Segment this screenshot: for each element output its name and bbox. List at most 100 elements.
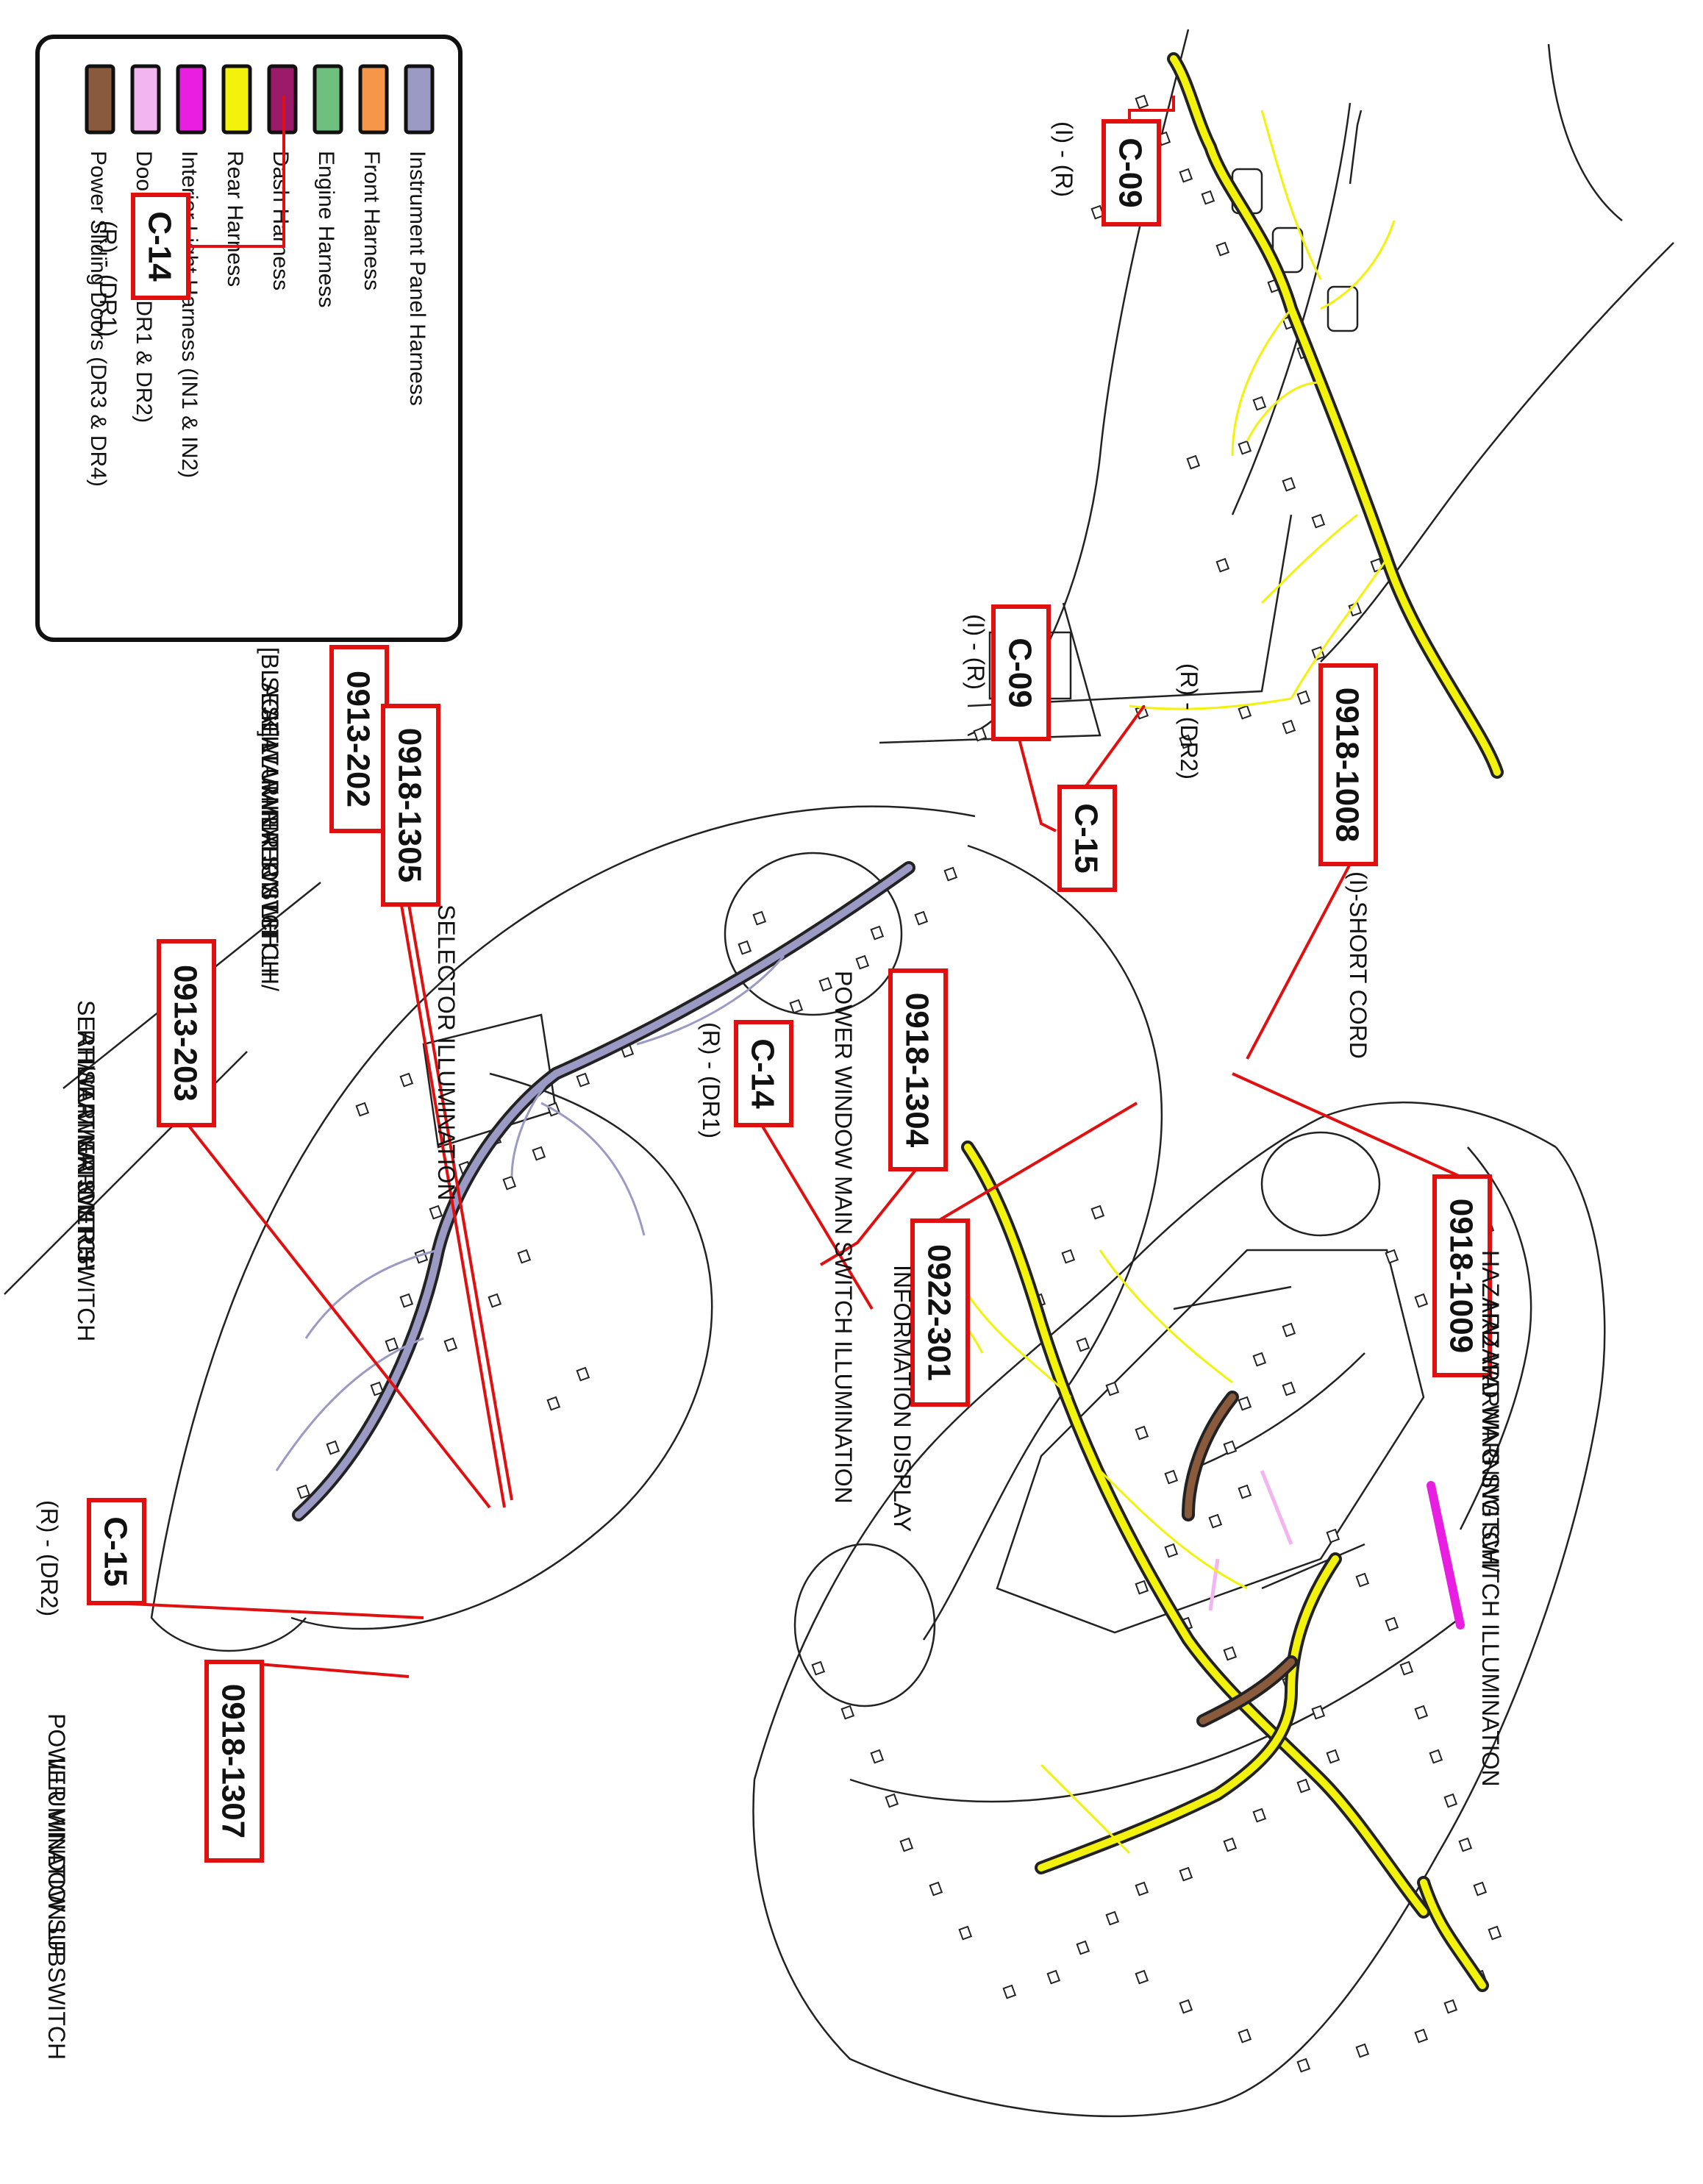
callout-code: C-15 — [98, 1516, 134, 1586]
car-seat-line — [1188, 1352, 1365, 1472]
connector — [973, 727, 988, 742]
legend-label: Rear Harness — [223, 151, 247, 287]
connector — [1296, 690, 1311, 705]
callout-code: 0918-1304 — [899, 993, 935, 1148]
legend-label: Dash Harness — [268, 151, 293, 290]
connector — [1355, 2043, 1370, 2058]
connector — [1296, 1778, 1311, 1794]
callout-description: (R) - (DR2) — [36, 1500, 63, 1616]
car-door-harness — [1208, 1470, 1293, 1611]
connector — [1311, 1705, 1326, 1720]
connector — [1186, 454, 1201, 470]
connector — [1385, 1616, 1399, 1632]
callout-code: 0918-1009 — [1443, 1199, 1479, 1353]
connector — [1282, 1322, 1296, 1338]
callout-box — [204, 1660, 264, 1863]
cockpit-rear-harness — [1170, 55, 1501, 776]
connector — [326, 1440, 340, 1455]
connector — [1414, 1293, 1429, 1308]
connector — [1238, 1484, 1252, 1499]
legend-swatch — [404, 64, 435, 135]
callout-top-c15: C-15(R) - (DR2) — [1057, 663, 1202, 892]
legend-swatch — [85, 64, 115, 135]
connector — [1164, 1543, 1179, 1558]
car-front-wheel-arch — [1260, 1131, 1381, 1237]
connector — [789, 999, 804, 1014]
callout-leader — [819, 1168, 918, 1266]
connector — [502, 1175, 517, 1191]
callout-description: (R) - (DR1) — [698, 1022, 724, 1138]
callout-code: 0922-301 — [921, 1244, 957, 1381]
connector — [870, 1749, 885, 1764]
connector — [296, 1484, 311, 1499]
cockpit-thin-wires — [1129, 110, 1388, 710]
callout-description: SEAT WARMER SWITCH — [257, 706, 283, 977]
connector — [1135, 1969, 1149, 1985]
callout-code: C-09 — [1113, 138, 1149, 207]
callout-box — [734, 1020, 793, 1127]
connector — [532, 1146, 546, 1161]
connector — [1238, 704, 1252, 720]
connector — [1252, 1352, 1267, 1367]
car-floor — [996, 1249, 1425, 1634]
legend-swatch — [130, 64, 161, 135]
callout-mid-0918-1008: 0918-1008(I)-SHORT CORD — [1246, 663, 1378, 1060]
connector — [943, 866, 958, 882]
callout-box — [1057, 785, 1117, 892]
view-instrument-panel — [4, 805, 1163, 1652]
callout-description: ILLUMINATION LH — [257, 735, 283, 935]
connector — [1326, 1528, 1340, 1544]
gear-shift — [1349, 110, 1363, 185]
callouts: C-09(I) - (R)C-14(R) - (DR1)C-15(R) - (D… — [36, 96, 1504, 2060]
cockpit-thin-wires-2 — [1246, 220, 1396, 604]
car-sliding-harness-2 — [1199, 1658, 1295, 1724]
connector — [1002, 1984, 1017, 1999]
connector — [929, 1881, 943, 1896]
callout-description: INFORMATION DISPLAY — [889, 1265, 915, 1532]
callout-leader — [937, 1102, 1138, 1222]
ip-branch-wires — [275, 955, 785, 1471]
connector — [1311, 513, 1326, 529]
connector — [1282, 1381, 1296, 1396]
connector — [1399, 1660, 1414, 1676]
connector — [1326, 1749, 1340, 1764]
pedal-3 — [1327, 285, 1359, 332]
ip-outline-2 — [922, 844, 1163, 1641]
car-windshield — [1459, 1146, 1532, 1530]
car-interior-light-harness — [1427, 1481, 1465, 1630]
callout-description: RH/SEAT WARMER SWITCH — [73, 1029, 99, 1341]
connector — [738, 940, 752, 955]
car-rear-seat-line — [849, 1617, 1461, 1803]
connector — [1076, 1940, 1090, 1955]
car-rear-harness — [964, 1143, 1427, 1916]
connector — [1135, 1881, 1149, 1896]
connector — [1385, 1249, 1399, 1264]
callout-box — [87, 1498, 146, 1605]
connector — [399, 1072, 414, 1088]
car-outline-top — [752, 1146, 1606, 2118]
callout-bot-0913-202: 0913-202[BLACK]SEAT WARMER SWITCH LH/SEA… — [257, 645, 506, 1508]
connector — [488, 1293, 502, 1308]
callout-box — [991, 604, 1051, 741]
connector — [870, 925, 885, 941]
connector — [1282, 719, 1296, 735]
connector — [1414, 2028, 1429, 2044]
callout-box — [910, 1218, 970, 1407]
connector — [1135, 1425, 1149, 1441]
car-outline-bottom — [753, 1101, 1557, 1780]
callout-description: (I) - (R) — [963, 614, 989, 690]
connector — [1046, 1969, 1061, 1985]
connector — [1061, 1249, 1076, 1264]
connector — [546, 1396, 561, 1411]
callout-description: (R) - (DR1) — [95, 221, 121, 337]
callout-description: SELECTOR ILLUMINATION — [433, 904, 460, 1200]
callout-leader — [1246, 863, 1352, 1060]
callout-top-c09: C-09(I) - (R) — [1051, 96, 1175, 226]
